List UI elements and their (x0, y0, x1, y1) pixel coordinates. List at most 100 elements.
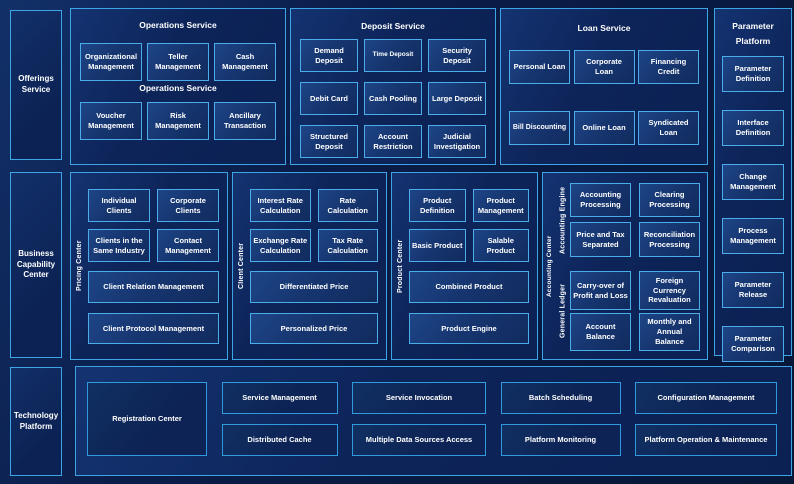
panel-technology-platform: Registration Center Service Management D… (75, 366, 792, 476)
deposit-row-2: Debit Card Cash Pooling Large Deposit (291, 82, 495, 115)
loan-service-title: Loan Service (577, 23, 631, 33)
panel-parameter-platform: Parameter Platform Parameter Definition … (714, 8, 792, 362)
box-process-management: Process Management (722, 217, 784, 254)
client-center-vertical-label: Client Center (238, 242, 245, 290)
box-service-management: Service Management (221, 382, 338, 414)
tech-column-1: Service Management Distributed Cache (221, 382, 338, 456)
box-batch-scheduling: Batch Scheduling (500, 382, 621, 414)
box-bill-discounting: Bill Discounting (509, 111, 570, 145)
box-demand-deposit: Demand Deposit (300, 39, 358, 72)
product-center-vertical-label: Product Center (397, 239, 404, 293)
loan-row-1: Personal Loan Corporate Loan Financing C… (501, 50, 707, 84)
accounting-engine-vertical-label: Accounting Engine (559, 186, 567, 254)
deposit-service-title: Deposit Service (361, 21, 425, 31)
box-clearing-processing: Clearing Processing (639, 183, 700, 217)
box-foreign-currency-revaluation: Foreign Currency Revaluation (639, 271, 700, 310)
box-platform-operation-maintenance: Platform Operation & Maintenance (635, 424, 777, 456)
sidebar-business-capability-center: Business Capability Center (10, 172, 62, 358)
box-parameter-comparison: Parameter Comparison (722, 325, 784, 362)
box-distributed-cache: Distributed Cache (221, 424, 338, 456)
box-account-restriction: Account Restriction (364, 125, 422, 158)
accounting-center-vertical-label: Accounting Center (546, 235, 553, 297)
panel-operations-service: Operations Service Organizational Manage… (70, 8, 286, 165)
box-combined-product: Combined Product (409, 271, 529, 303)
box-corporate-loan: Corporate Loan (573, 50, 635, 84)
panel-deposit-service: Deposit Service Demand Deposit Time Depo… (290, 8, 496, 165)
box-platform-monitoring: Platform Monitoring (500, 424, 621, 456)
deposit-row-1: Demand Deposit Time Deposit Security Dep… (291, 39, 495, 72)
operations-service-subtitle: Operations Service (139, 83, 217, 93)
box-cash-management: Cash Management (214, 43, 276, 81)
box-rate-calculation: Rate Calculation (317, 189, 378, 222)
box-corporate-clients: Corporate Clients (157, 189, 219, 222)
box-online-loan: Online Loan (573, 111, 635, 145)
box-syndicated-loan: Syndicated Loan (638, 111, 699, 145)
box-product-definition: Product Definition (409, 189, 466, 222)
pricing-center-content: Individual Clients Corporate Clients Cli… (88, 173, 227, 359)
box-personal-loan: Personal Loan (509, 50, 570, 84)
pricing-center-vertical-label: Pricing Center (76, 240, 83, 292)
tech-column-4: Configuration Management Platform Operat… (635, 382, 777, 456)
box-monthly-and-annual-balance: Monthly and Annual Balance (639, 313, 700, 351)
product-center-content: Product Definition Product Management Ba… (409, 173, 537, 359)
box-salable-product: Salable Product (472, 229, 529, 262)
box-carry-over-of-profit-and-loss: Carry-over of Profit and Loss (570, 271, 631, 310)
box-accounting-processing: Accounting Processing (570, 183, 631, 217)
box-product-engine: Product Engine (409, 313, 529, 344)
box-risk-management: Risk Management (147, 102, 209, 140)
panel-loan-service: Loan Service Personal Loan Corporate Loa… (500, 8, 708, 165)
sidebar-technology-platform: Technology Platform (10, 367, 62, 476)
parameter-platform-title: Parameter Platform (732, 21, 774, 47)
loan-row-2: Bill Discounting Online Loan Syndicated … (501, 111, 707, 145)
operations-service-title: Operations Service (139, 20, 217, 30)
box-security-deposit: Security Deposit (428, 39, 486, 72)
box-configuration-management: Configuration Management (635, 382, 777, 414)
box-structured-deposit: Structured Deposit (300, 125, 358, 158)
box-personalized-price: Personalized Price (250, 313, 378, 344)
box-registration-center: Registration Center (87, 382, 207, 456)
panel-accounting-center: Accounting Center Accounting Engine Acco… (542, 172, 708, 360)
box-time-deposit: Time Deposit (364, 39, 422, 72)
operations-row-2: Voucher Management Risk Management Ancil… (71, 102, 285, 140)
box-client-relation-management: Client Relation Management (88, 271, 219, 303)
box-individual-clients: Individual Clients (88, 189, 150, 222)
box-product-management: Product Management (472, 189, 529, 222)
client-center-content: Interest Rate Calculation Rate Calculati… (250, 173, 386, 359)
box-cash-pooling: Cash Pooling (364, 82, 422, 115)
box-ancillary-transaction: Ancillary Transaction (214, 102, 276, 140)
box-large-deposit: Large Deposit (428, 82, 486, 115)
box-clients-in-the-same-industry: Clients in the Same Industry (88, 229, 150, 262)
accounting-engine-group: Accounting Engine Accounting Processing … (556, 183, 700, 257)
box-exchange-rate-calculation: Exchange Rate Calculation (250, 229, 311, 262)
box-judicial-investigation: Judicial Investigation (428, 125, 486, 158)
general-ledger-group: General Ledger Carry-over of Profit and … (556, 271, 700, 351)
sidebar-offerings-service: Offerings Service (10, 10, 62, 160)
box-teller-management: Teller Management (147, 43, 209, 81)
operations-row-1: Organizational Management Teller Managem… (71, 43, 285, 81)
box-reconciliation-processing: Reconciliation Processing (639, 222, 700, 257)
box-account-balance: Account Balance (570, 313, 631, 351)
box-differentiated-price: Differentiated Price (250, 271, 378, 303)
panel-pricing-center: Pricing Center Individual Clients Corpor… (70, 172, 228, 360)
general-ledger-vertical-label: General Ledger (559, 283, 567, 339)
parameter-platform-items: Parameter Definition Interface Definitio… (715, 55, 791, 362)
accounting-center-content: Accounting Engine Accounting Processing … (556, 173, 707, 359)
box-contact-management: Contact Management (157, 229, 219, 262)
box-debit-card: Debit Card (300, 82, 358, 115)
panel-product-center: Product Center Product Definition Produc… (391, 172, 538, 360)
box-multiple-data-sources-access: Multiple Data Sources Access (352, 424, 486, 456)
box-organizational-management: Organizational Management (80, 43, 142, 81)
box-financing-credit: Financing Credit (638, 50, 699, 84)
tech-column-2: Service Invocation Multiple Data Sources… (352, 382, 486, 456)
box-parameter-release: Parameter Release (722, 271, 784, 308)
box-change-management: Change Management (722, 163, 784, 200)
panel-client-center: Client Center Interest Rate Calculation … (232, 172, 387, 360)
tech-column-3: Batch Scheduling Platform Monitoring (500, 382, 621, 456)
deposit-row-3: Structured Deposit Account Restriction J… (291, 125, 495, 158)
box-tax-rate-calculation: Tax Rate Calculation (317, 229, 378, 262)
box-basic-product: Basic Product (409, 229, 466, 262)
box-voucher-management: Voucher Management (80, 102, 142, 140)
box-price-and-tax-separated: Price and Tax Separated (570, 222, 631, 257)
box-interest-rate-calculation: Interest Rate Calculation (250, 189, 311, 222)
